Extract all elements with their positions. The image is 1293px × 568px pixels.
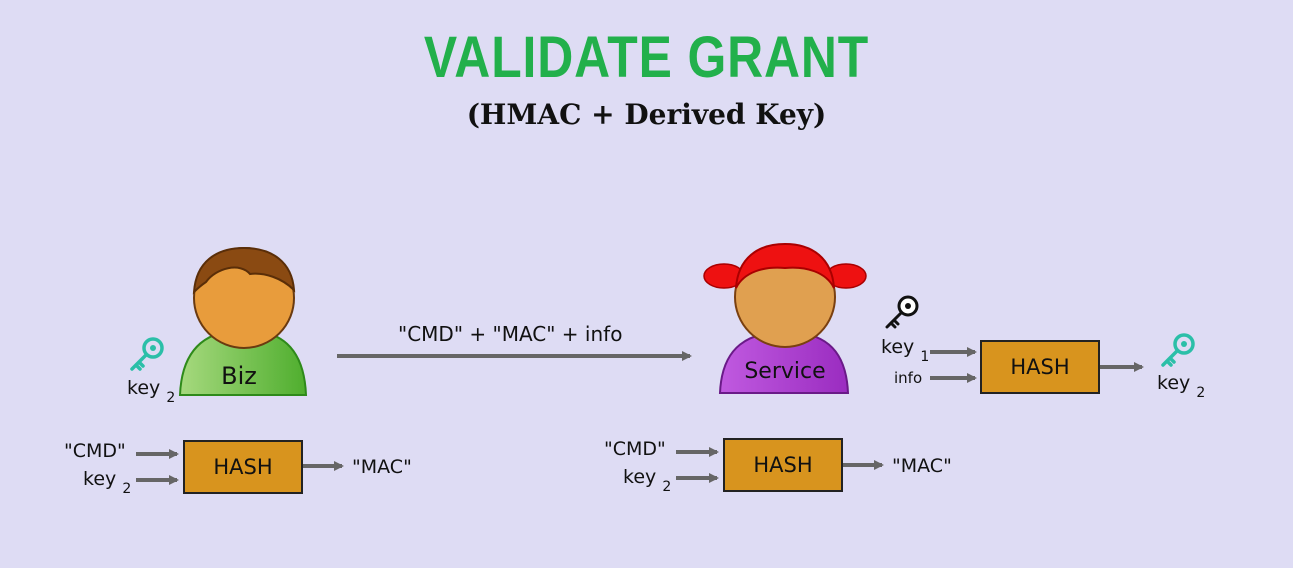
derive-key1-text: key (881, 336, 915, 358)
biz-hash-key-sub: 2 (122, 481, 132, 497)
biz-label: Biz (221, 362, 257, 390)
biz-key-sub: 2 (166, 390, 176, 406)
biz-hash-input-cmd: "CMD" (64, 440, 126, 462)
service-key-icon (885, 295, 919, 329)
service-hash-input-cmd: "CMD" (604, 438, 666, 460)
page-title: VALIDATE GRANT (423, 25, 870, 90)
biz-hash-key-text: key (83, 468, 117, 490)
derive-output-key2: key 2 (1157, 372, 1205, 401)
derive-key2-sub: 2 (1196, 385, 1206, 401)
biz-key-label: key 2 (127, 377, 175, 406)
service-hash-output: "MAC" (892, 455, 952, 477)
biz-avatar (178, 246, 308, 396)
biz-hash-box: HASH (183, 440, 303, 494)
biz-hash-output: "MAC" (352, 456, 412, 478)
derive-key1-sub: 1 (920, 349, 930, 365)
service-hash-input-key: key 2 (623, 466, 671, 495)
derived-key-icon (1161, 333, 1195, 367)
derive-input-info: info (894, 369, 923, 387)
biz-key-icon (130, 337, 164, 371)
derive-input-key1: key 1 (881, 336, 929, 365)
page-subtitle: (HMAC + Derived Key) (466, 98, 827, 131)
biz-hash-input-key: key 2 (83, 468, 131, 497)
service-avatar (703, 242, 867, 394)
service-hash-key-sub: 2 (662, 479, 672, 495)
derive-hash-box: HASH (980, 340, 1100, 394)
service-label: Service (744, 359, 826, 384)
service-hash-box: HASH (723, 438, 843, 492)
derive-key2-text: key (1157, 372, 1191, 394)
service-hash-key-text: key (623, 466, 657, 488)
message-label: "CMD" + "MAC" + info (398, 322, 623, 346)
biz-key-text: key (127, 377, 161, 399)
